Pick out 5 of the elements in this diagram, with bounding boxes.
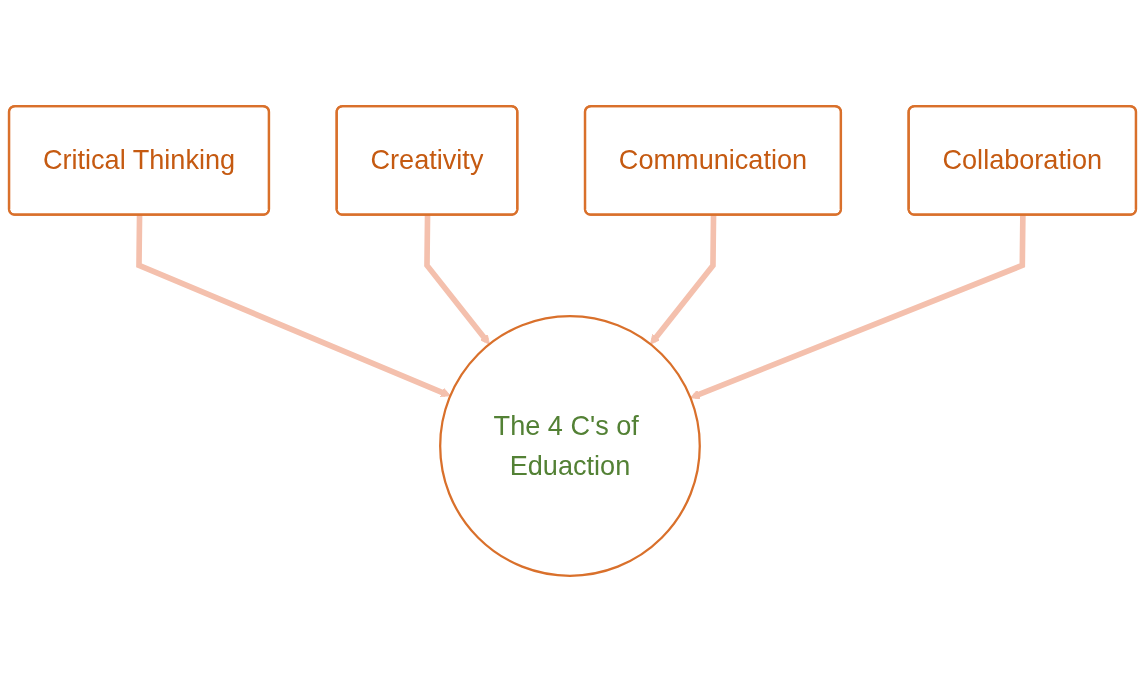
arrow — [650, 215, 717, 345]
arrow — [136, 215, 451, 397]
node-circle: The 4 C's of Eduaction — [439, 315, 701, 577]
arrow — [690, 215, 1026, 400]
arrow — [424, 215, 490, 345]
